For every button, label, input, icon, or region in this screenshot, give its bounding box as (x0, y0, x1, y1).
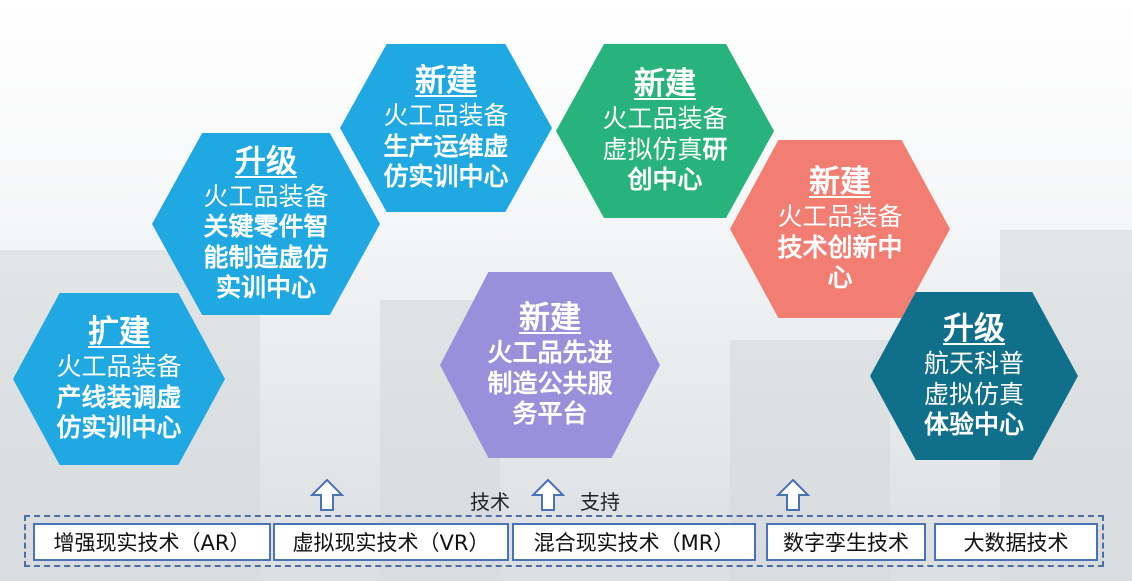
hexagon-line: 火工品装备 (383, 101, 508, 132)
hexagon-text: 生产运维虚 (383, 131, 509, 161)
hexagon-line: 关键零件智 (203, 212, 328, 243)
tech-box-mr: 混合现实技术（MR） (512, 523, 756, 561)
hexagon-title: 升级 (943, 311, 1005, 348)
hexagon-text: 火工品装备 (777, 202, 903, 232)
hexagon-line: 火工品装备 (56, 352, 181, 383)
hexagon-text: 务平台 (512, 399, 588, 429)
hexagon-title: 新建 (809, 164, 871, 201)
hexagon-text: 虚拟仿真 (602, 134, 703, 164)
hexagon-text: 能制造虚仿 (203, 242, 329, 272)
tech-box-digital-twin: 数字孪生技术 (766, 523, 926, 561)
hexagon-text: 创中心 (627, 165, 703, 195)
hexagon-upgrade-aerospace-center: 升级航天科普虚拟仿真体验中心 (870, 292, 1078, 460)
hexagon-line: 虚拟仿真研 (602, 135, 727, 166)
hexagon-text: 关键零件智 (203, 212, 329, 242)
hexagon-text: 仿实训中心 (56, 413, 182, 443)
hexagon-text: 研 (702, 134, 728, 164)
hexagon-text: 仿实训中心 (383, 162, 509, 192)
hexagon-line: 仿实训中心 (383, 162, 508, 193)
hexagon-line: 火工品装备 (777, 202, 902, 233)
hexagon-text: 技术创新中 (777, 232, 903, 262)
hexagon-text: 火工品装备 (56, 352, 182, 382)
hexagon-line: 创中心 (627, 165, 702, 196)
hexagon-line: 火工品装备 (602, 104, 727, 135)
up-arrow-icon (776, 478, 810, 511)
support-label-left: 技术 (470, 490, 510, 514)
hexagon-text: 航天科普 (923, 349, 1024, 379)
hexagon-title: 新建 (634, 66, 696, 103)
hexagon-text: 火工品装备 (383, 101, 509, 131)
hexagon-line: 仿实训中心 (56, 413, 181, 444)
hexagon-line: 生产运维虚 (383, 132, 508, 163)
hexagon-text: 心 (827, 263, 853, 293)
hexagon-title: 新建 (415, 63, 477, 100)
hexagon-expand-assembly-center: 扩建火工品装备产线装调虚仿实训中心 (13, 293, 225, 465)
tech-box-big-data: 大数据技术 (934, 523, 1098, 561)
hexagon-line: 火工品装备 (203, 182, 328, 213)
hexagon-text: 制造公共服 (487, 368, 613, 398)
hexagon-title: 升级 (235, 144, 297, 181)
hexagon-line: 产线装调虚 (56, 383, 181, 414)
hexagon-title: 扩建 (88, 314, 150, 351)
up-arrow-icon (531, 478, 565, 511)
hexagon-line: 能制造虚仿 (203, 243, 328, 274)
hexagon-text: 虚拟仿真 (923, 379, 1024, 409)
hexagon-line: 航天科普 (924, 349, 1024, 380)
hexagon-text: 火工品先进 (487, 338, 613, 368)
hexagon-line: 务平台 (512, 399, 587, 430)
hexagon-text: 实训中心 (215, 273, 316, 303)
hexagon-new-operations-center: 新建火工品装备生产运维虚仿实训中心 (340, 44, 552, 212)
tech-box-vr: 虚拟现实技术（VR） (273, 523, 509, 561)
hexagon-upgrade-parts-center: 升级火工品装备关键零件智能制造虚仿实训中心 (152, 133, 380, 315)
hexagon-line: 虚拟仿真 (924, 380, 1024, 411)
hexagon-text: 体验中心 (923, 410, 1024, 440)
support-label-right: 支持 (580, 490, 620, 514)
hexagon-line: 制造公共服 (487, 369, 612, 400)
up-arrow-icon (310, 478, 344, 511)
hexagon-new-public-platform: 新建火工品先进制造公共服务平台 (440, 272, 660, 458)
hexagon-line: 实训中心 (216, 273, 316, 304)
hexagon-text: 火工品装备 (203, 181, 329, 211)
hexagon-text: 产线装调虚 (56, 382, 182, 412)
hexagon-new-rd-center: 新建火工品装备虚拟仿真研创中心 (556, 44, 774, 218)
hexagon-line: 心 (827, 263, 852, 294)
hexagon-new-innovation-center: 新建火工品装备技术创新中心 (730, 140, 950, 318)
hexagon-title: 新建 (519, 300, 581, 337)
technology-group (24, 515, 1104, 567)
hexagon-line: 技术创新中 (777, 233, 902, 264)
tech-box-ar: 增强现实技术（AR） (33, 523, 271, 561)
hexagon-line: 体验中心 (924, 410, 1024, 441)
hexagon-line: 火工品先进 (487, 338, 612, 369)
hexagon-text: 火工品装备 (602, 104, 728, 134)
